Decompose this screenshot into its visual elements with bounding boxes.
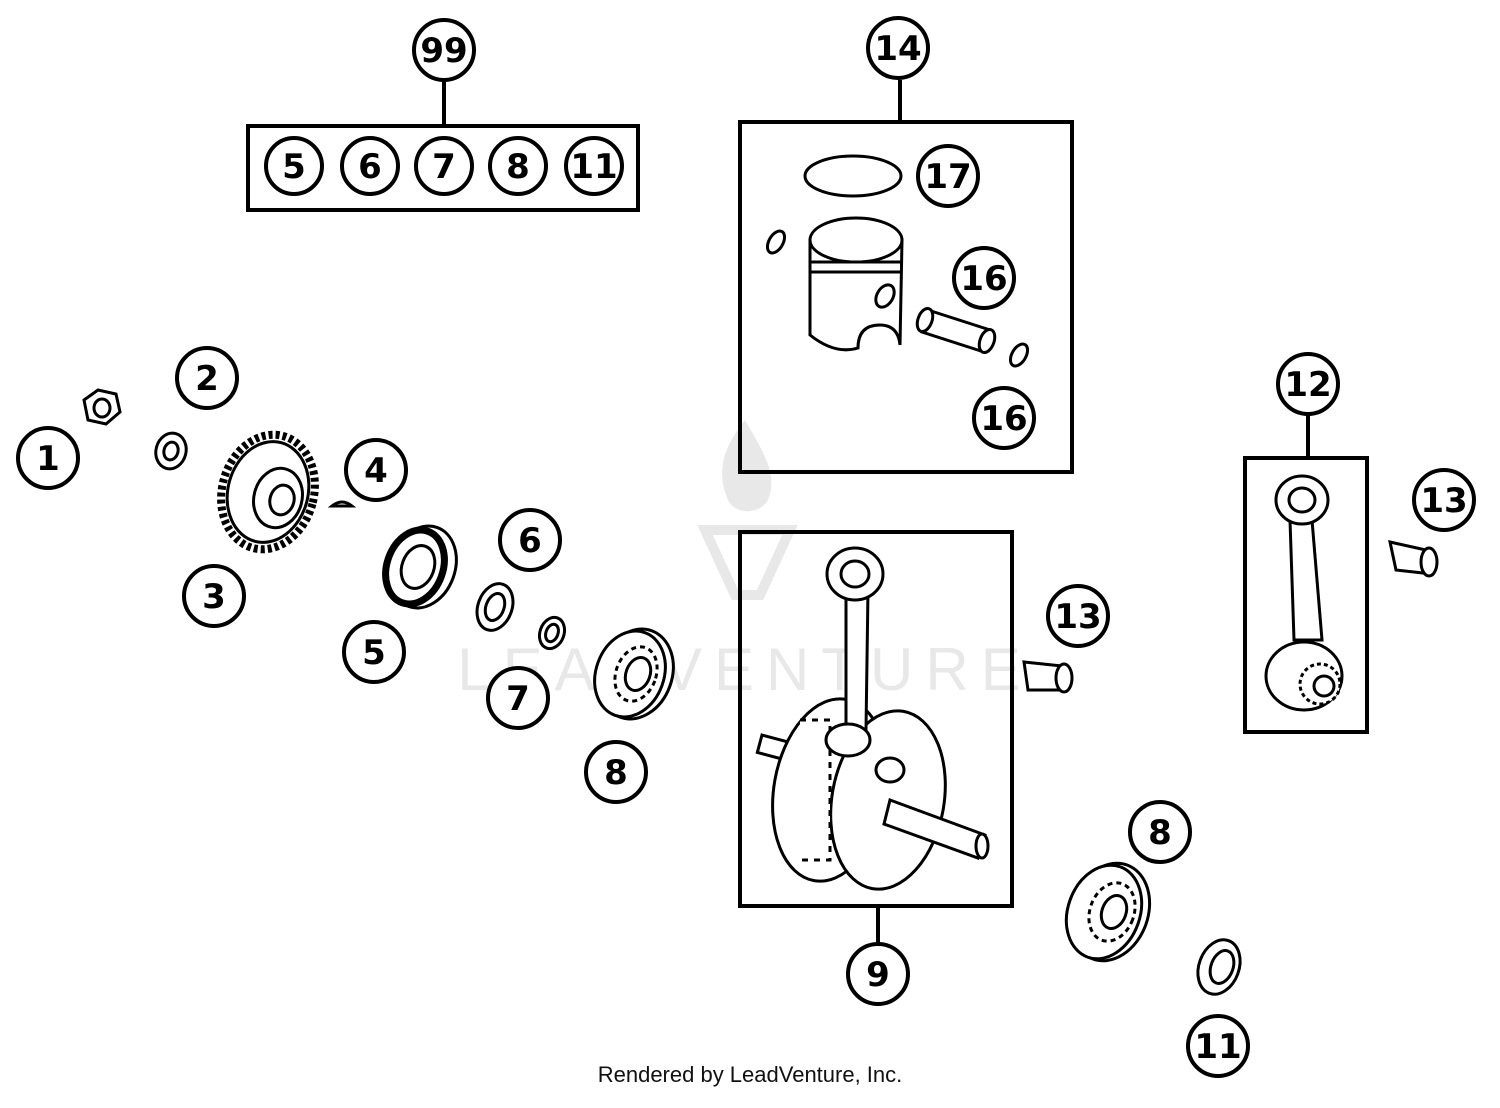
callout-label: 13 <box>1420 481 1467 521</box>
woodruff-key-part <box>327 500 357 508</box>
callout-label: 7 <box>432 147 456 187</box>
crankshaft-part <box>755 546 990 891</box>
bearing-right-part <box>1064 861 1152 963</box>
callout-label: 11 <box>570 147 617 187</box>
callout-label: 99 <box>420 31 467 71</box>
lock-washer-part <box>154 431 188 471</box>
shaft-seal-right-part <box>1196 938 1242 996</box>
callout-label: 9 <box>866 955 890 995</box>
o-ring-part <box>475 582 515 632</box>
callout-piston-ring <box>916 144 980 208</box>
callout-circlip-lower <box>972 386 1036 450</box>
piston-pin-part <box>915 306 997 355</box>
callout-lock-washer <box>175 346 239 410</box>
nut-part <box>82 388 122 426</box>
callout-circlip-upper <box>952 246 1016 310</box>
piston-kit-box <box>738 120 1074 474</box>
callout-kit-content <box>340 136 400 196</box>
callout-kit-content <box>564 136 624 196</box>
callout-shaft-seal-left <box>342 620 406 684</box>
callout-kit-content <box>264 136 324 196</box>
callout-shaft-seal-right <box>1186 1014 1250 1078</box>
primary-gear-part <box>217 430 319 554</box>
callout-label: 4 <box>364 451 388 491</box>
callout-bearing-right <box>1128 800 1192 864</box>
callout-kit-content <box>414 136 474 196</box>
circlip-part <box>1008 342 1030 368</box>
callout-kit-content <box>488 136 548 196</box>
needle-bearing-rod-part <box>1388 540 1439 578</box>
callout-label: 13 <box>1054 597 1101 637</box>
shaft-seal-left-part <box>382 524 458 610</box>
rendered-by-credit: Rendered by LeadVenture, Inc. <box>597 1062 903 1087</box>
callout-kit-14 <box>866 16 930 80</box>
piston-ring-part <box>803 154 903 198</box>
callout-primary-gear <box>182 564 246 628</box>
callout-kit-12 <box>1276 352 1340 416</box>
callout-label: 16 <box>960 259 1007 299</box>
callout-needle-bearing-rod <box>1412 468 1476 532</box>
callout-bearing-left <box>584 740 648 804</box>
callout-label: 17 <box>924 157 971 197</box>
callout-o-ring <box>498 508 562 572</box>
callout-label: 1 <box>36 439 60 479</box>
callout-label: 16 <box>980 399 1027 439</box>
bearing-left-part <box>593 627 675 721</box>
callout-label: 7 <box>506 679 530 719</box>
callout-label: 12 <box>1284 365 1331 405</box>
callout-label: 8 <box>506 147 530 187</box>
connecting-rod-part <box>1264 474 1344 712</box>
callout-needle-bearing-crank <box>1046 584 1110 648</box>
callout-kit-99 <box>412 18 476 82</box>
callout-label: 6 <box>518 521 542 561</box>
callout-spacer <box>486 666 550 730</box>
circlip-part <box>765 229 787 255</box>
callout-label: 8 <box>604 753 628 793</box>
callout-label: 14 <box>874 29 921 69</box>
callout-label: 5 <box>282 147 306 187</box>
callout-nut <box>16 426 80 490</box>
callout-label: 3 <box>202 577 226 617</box>
callout-label: 6 <box>358 147 382 187</box>
spacer-part <box>537 615 567 651</box>
callout-label: 11 <box>1194 1027 1241 1067</box>
callout-label: 8 <box>1148 813 1172 853</box>
callout-woodruff-key <box>344 438 408 502</box>
callout-label: 5 <box>362 633 386 673</box>
callout-kit-9 <box>846 942 910 1006</box>
piston-part <box>808 216 904 352</box>
needle-bearing-crank-part <box>1022 660 1074 694</box>
callout-label: 2 <box>195 359 219 399</box>
